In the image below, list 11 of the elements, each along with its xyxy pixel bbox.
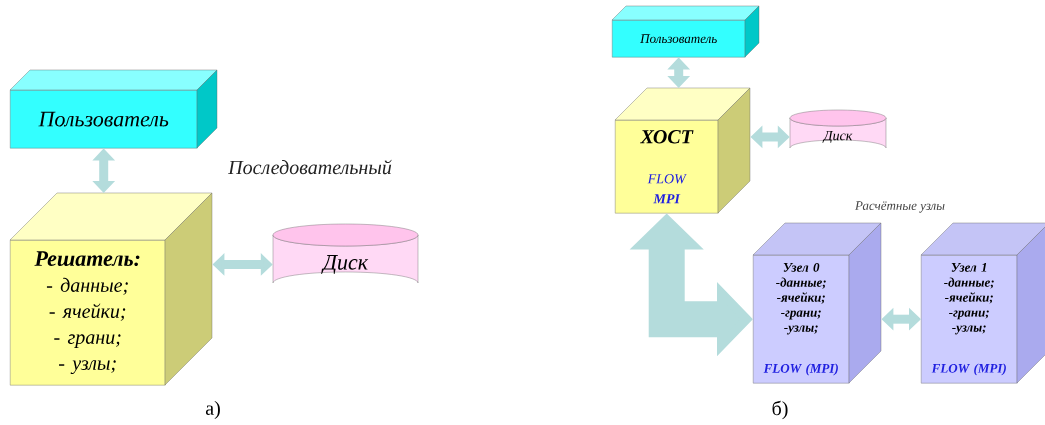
cube: Узел 0 -данные; -ячейки; -грани; -узлы; FLOW (MPI) (752, 222, 882, 384)
label: а) (205, 400, 220, 420)
cube: Решатель: - данные; - ячейки; - грани; - узлы; (9, 192, 213, 386)
label: Расчётные узлы (854, 201, 945, 213)
cube: Пользователь (9, 69, 218, 149)
label: Последовательный (228, 159, 392, 175)
cube: Узел 1 -данные; -ячейки; -грани; -узлы; FLOW (MPI) (920, 222, 1045, 384)
cube: ХОСТ FLOW MPI (614, 87, 751, 214)
cylinder: Диск (789, 109, 887, 149)
cube: Пользователь (611, 5, 760, 58)
cylinder: Диск (272, 223, 419, 284)
